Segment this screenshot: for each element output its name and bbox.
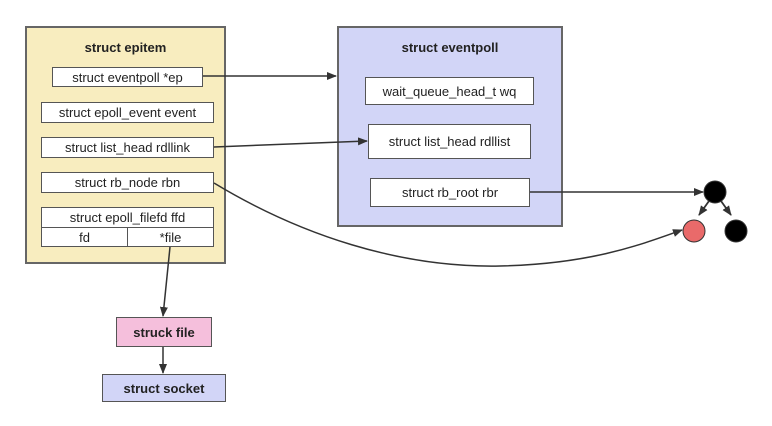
epitem-ffd-field: struct epoll_filefd ffd bbox=[41, 207, 214, 228]
epitem-ffd-file-cell: *file bbox=[127, 227, 214, 247]
epitem-rbn-field: struct rb_node rbn bbox=[41, 172, 214, 193]
file-box: struck file bbox=[116, 317, 212, 347]
tree-edge-right bbox=[720, 200, 732, 216]
black-node-icon bbox=[703, 180, 727, 204]
epitem-rdllink-field: struct list_head rdllink bbox=[41, 137, 214, 158]
epitem-event-field: struct epoll_event event bbox=[41, 102, 214, 123]
red-node-icon bbox=[682, 219, 706, 243]
tree-edge-left bbox=[698, 200, 710, 216]
epitem-ep-field: struct eventpoll *ep bbox=[52, 67, 203, 87]
black-node-icon bbox=[724, 219, 748, 243]
eventpoll-rdllist-field: struct list_head rdllist bbox=[368, 124, 531, 159]
eventpoll-rbr-field: struct rb_root rbr bbox=[370, 178, 530, 207]
eventpoll-wq-field: wait_queue_head_t wq bbox=[365, 77, 534, 105]
socket-box: struct socket bbox=[102, 374, 226, 402]
epitem-title: struct epitem bbox=[84, 40, 167, 55]
epitem-ffd-fd-cell: fd bbox=[41, 227, 128, 247]
eventpoll-title: struct eventpoll bbox=[401, 40, 499, 55]
